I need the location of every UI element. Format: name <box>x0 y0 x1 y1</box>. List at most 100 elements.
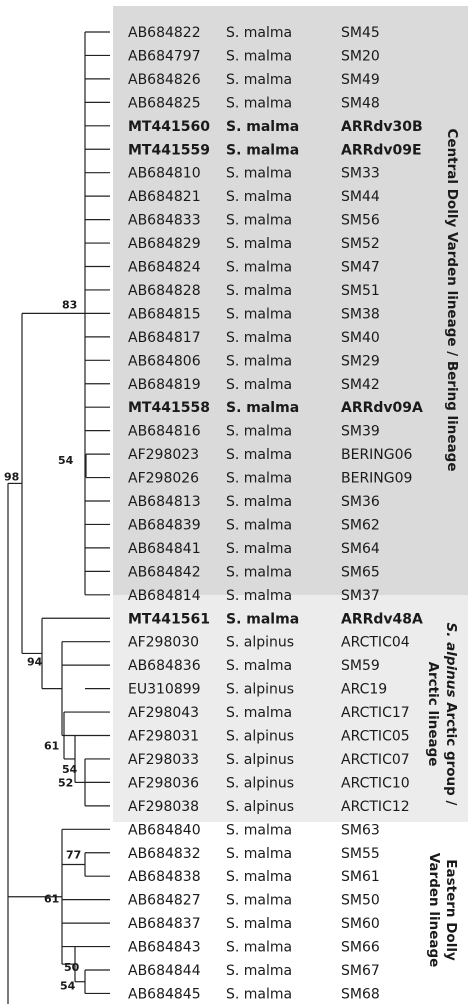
leaf-acc: MT441560 <box>128 119 210 135</box>
leaf-sample: ARRdv30B <box>341 119 423 135</box>
leaf-sample: SM63 <box>341 822 380 838</box>
leaf-species: S. alpinus <box>226 799 294 815</box>
leaf-acc: EU310899 <box>128 682 201 698</box>
central-lineage-label: Central Dolly Varden lineage / Bering li… <box>444 128 460 471</box>
leaf-species: S. malma <box>226 424 292 440</box>
leaf-acc: AB684819 <box>128 377 201 393</box>
leaf-acc: AB684840 <box>128 822 201 838</box>
leaf-acc: AB684797 <box>128 48 201 64</box>
leaf-species: S. alpinus <box>226 752 294 768</box>
leaf-acc: AB684813 <box>128 494 201 510</box>
arctic-lineage-shading <box>113 595 468 822</box>
leaf-sample: SM64 <box>341 541 380 557</box>
leaf-sample: SM52 <box>341 236 380 252</box>
leaf-acc: AB684822 <box>128 25 201 41</box>
leaf-species: S. malma <box>226 95 292 111</box>
leaf-sample: SM36 <box>341 494 380 510</box>
bootstrap-value: 98 <box>4 470 19 483</box>
leaf-sample: SM51 <box>341 283 380 299</box>
leaf-species: S. malma <box>226 471 292 487</box>
leaf-species: S. malma <box>226 963 292 979</box>
leaf-species: S. malma <box>226 564 292 580</box>
leaf-sample: SM33 <box>341 166 380 182</box>
bootstrap-value: 94 <box>27 655 43 668</box>
leaf-sample: BERING06 <box>341 447 413 463</box>
leaf-species: S. alpinus <box>226 682 294 698</box>
leaf-sample: ARCTIC04 <box>341 635 410 651</box>
leaf-species: S. malma <box>226 166 292 182</box>
leaf-species: S. malma <box>226 846 292 862</box>
leaf-species: S. malma <box>226 541 292 557</box>
leaf-acc: AB684836 <box>128 658 201 674</box>
leaf-species: S. malma <box>226 48 292 64</box>
leaf-sample: SM67 <box>341 963 380 979</box>
leaf-sample: SM42 <box>341 377 380 393</box>
leaf-acc: MT441561 <box>128 611 210 627</box>
leaf-acc: AF298033 <box>128 752 199 768</box>
leaf-species: S. alpinus <box>226 635 294 651</box>
leaf-species: S. malma <box>226 119 299 135</box>
leaf-species: S. malma <box>226 658 292 674</box>
bootstrap-value: 77 <box>66 848 81 861</box>
leaf-acc: AB684825 <box>128 95 201 111</box>
leaf-species: S. malma <box>226 447 292 463</box>
leaf-species: S. malma <box>226 822 292 838</box>
bootstrap-value: 52 <box>58 776 73 789</box>
arctic-lineage-label-rest: Arctic group / <box>443 697 459 805</box>
leaf-species: S. malma <box>226 236 292 252</box>
leaf-species: S. malma <box>226 986 292 1002</box>
leaf-sample: SM65 <box>341 564 380 580</box>
leaf-acc: AB684837 <box>128 916 201 932</box>
leaf-acc: AB684844 <box>128 963 201 979</box>
leaf-sample: SM37 <box>341 588 380 604</box>
leaf-acc: AB684814 <box>128 588 201 604</box>
leaf-sample: ARRdv09A <box>341 400 423 416</box>
leaf-acc: AF298023 <box>128 447 199 463</box>
central-lineage-shading <box>113 6 468 595</box>
leaf-sample: ARRdv48A <box>341 611 423 627</box>
leaf-acc: AF298026 <box>128 471 199 487</box>
leaf-sample: SM49 <box>341 72 380 88</box>
tree-branches <box>7 31 110 1004</box>
leaf-sample: SM45 <box>341 25 380 41</box>
bootstrap-value: 54 <box>58 454 74 467</box>
leaf-acc: AB684838 <box>128 869 201 885</box>
leaf-sample: SM61 <box>341 869 380 885</box>
leaf-acc: AF298043 <box>128 705 199 721</box>
leaf-acc: AB684810 <box>128 166 201 182</box>
arctic-lineage-label-italic: S. alpinus <box>443 623 459 698</box>
bootstrap-value: 54 <box>60 980 76 993</box>
leaf-sample: SM29 <box>341 353 380 369</box>
leaf-species: S. malma <box>226 353 292 369</box>
leaf-acc: AB684843 <box>128 940 201 956</box>
leaf-species: S. malma <box>226 893 292 909</box>
leaf-sample: SM62 <box>341 517 380 533</box>
leaf-acc: AB684829 <box>128 236 201 252</box>
leaf-species: S. malma <box>226 940 292 956</box>
leaf-sample: SM50 <box>341 893 380 909</box>
leaf-species: S. malma <box>226 25 292 41</box>
leaf-acc: AB684828 <box>128 283 201 299</box>
leaf-sample: SM38 <box>341 306 380 322</box>
arctic-lineage-label: S. alpinus Arctic group / <box>443 623 459 806</box>
leaf-species: S. malma <box>226 705 292 721</box>
leaf-sample: ARRdv09E <box>341 142 422 158</box>
leaf-species: S. malma <box>226 377 292 393</box>
leaf-species: S. malma <box>226 306 292 322</box>
leaf-acc: AB684827 <box>128 893 201 909</box>
leaf-acc: AB684815 <box>128 306 201 322</box>
leaf-species: S. malma <box>226 283 292 299</box>
leaf-acc: AB684806 <box>128 353 201 369</box>
leaf-acc: AB684824 <box>128 260 201 276</box>
eastern-lineage-label-line2: Varden lineage <box>426 853 442 968</box>
leaf-acc: AB684842 <box>128 564 201 580</box>
leaf-sample: ARCTIC05 <box>341 729 410 745</box>
leaf-sample: SM60 <box>341 916 380 932</box>
leaf-species: S. malma <box>226 400 299 416</box>
leaf-sample: ARC19 <box>341 682 387 698</box>
leaf-sample: SM44 <box>341 189 380 205</box>
bootstrap-value: 50 <box>64 961 80 974</box>
